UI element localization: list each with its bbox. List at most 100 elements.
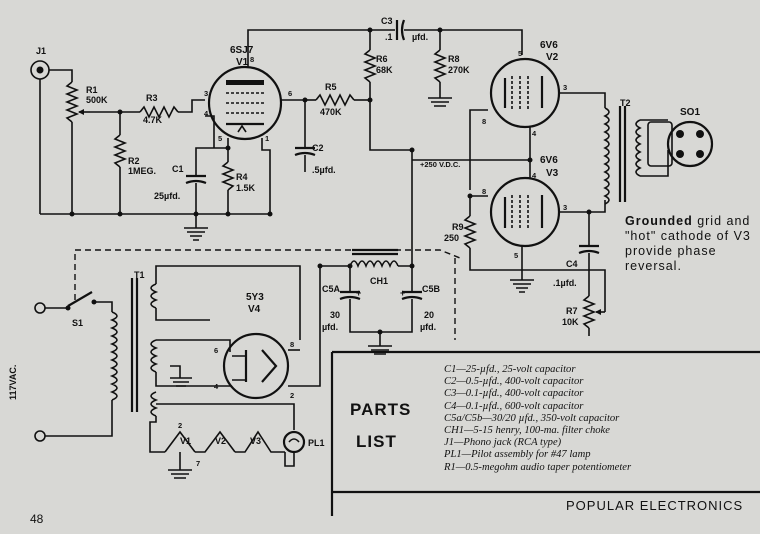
- mains-terminal-top: [34, 302, 46, 314]
- wire-v4-output: [288, 265, 350, 387]
- v2-pin-3: 3: [563, 83, 567, 92]
- magazine-name: POPULAR ELECTRONICS: [566, 498, 744, 513]
- c3-value-a: .1: [385, 32, 393, 42]
- wire-t2-secondary: [640, 119, 669, 177]
- c2-value: .5µfd.: [312, 165, 336, 175]
- r2-resistor: [112, 112, 128, 214]
- c5a-label: C5A: [322, 284, 341, 294]
- wire-j1: [49, 69, 73, 82]
- ground-symbol: [510, 279, 534, 293]
- r9-resistor: [462, 196, 478, 258]
- filament-pin-7: 7: [196, 459, 200, 468]
- r7-potentiometer: [581, 295, 605, 336]
- r1-potentiometer: [64, 81, 90, 214]
- parts-list-item: C5a/C5b—30/20 µfd., 350-volt capacitor: [444, 412, 620, 424]
- wire-fil-5v-top: [156, 339, 231, 352]
- v1-pin-8: 8: [250, 55, 254, 64]
- pl1-label: PL1: [308, 438, 325, 448]
- wire-v2-plate: [559, 92, 606, 108]
- parts-list: C1—25-µfd., 25-volt capacitor C2—0.5-µfd…: [444, 364, 754, 474]
- r9-label: R9: [452, 222, 464, 232]
- parts-list-item: C1—25-µfd., 25-volt capacitor: [444, 364, 576, 375]
- v1-pin-4: 4: [204, 109, 209, 118]
- c4-label: C4: [566, 259, 578, 269]
- filament-pin-2: 2: [178, 421, 182, 430]
- note-bold: Grounded: [625, 214, 693, 228]
- t2-output-transformer: [603, 106, 642, 205]
- mains-label: 117VAC.: [8, 365, 18, 400]
- s1-power-switch: [45, 291, 113, 312]
- v3-type-label: 6V6: [540, 155, 558, 166]
- j1-phono-jack: [30, 60, 50, 80]
- filament-v1-label: V1: [180, 436, 191, 446]
- t1-power-transformer: [109, 278, 159, 417]
- parts-list-item: C2—0.5-µfd., 400-volt capacitor: [444, 376, 584, 388]
- junction-dot: [377, 329, 383, 335]
- c3-label: C3: [381, 16, 393, 26]
- junction-dot: [367, 27, 373, 33]
- parts-list-item: PL1—Pilot assembly for #47 lamp: [444, 449, 591, 461]
- phase-reversal-note: Grounded grid and "hot" cathode of V3 pr…: [625, 214, 755, 274]
- r9-value: 250: [444, 233, 459, 243]
- c5a-value-b: µfd.: [322, 322, 338, 332]
- r6-label: R6: [376, 54, 388, 64]
- v1-type-label: 6SJ7: [230, 45, 254, 56]
- c4-capacitor: [578, 244, 600, 296]
- j1-label: J1: [36, 46, 46, 56]
- v3-label: V3: [546, 168, 559, 179]
- r5-resistor: [305, 93, 370, 107]
- r8-resistor: [428, 30, 452, 107]
- r6-value: 68K: [376, 65, 393, 75]
- pl1-pilot-lamp: [282, 430, 306, 467]
- c4-value: .1µfd.: [553, 278, 577, 288]
- v4-pin-8: 8: [290, 340, 294, 349]
- junction-dot: [586, 209, 592, 215]
- wire-v2-cathode: [469, 109, 488, 190]
- v2-pin-4: 4: [532, 129, 537, 138]
- r1-value: 500K: [86, 95, 108, 105]
- junction-dot: [267, 211, 273, 217]
- r4-value: 1.5K: [236, 183, 256, 193]
- parts-title-line1: PARTS: [350, 400, 412, 419]
- junction-dot: [225, 211, 231, 217]
- junction-dot: [367, 97, 373, 103]
- r4-label: R4: [236, 172, 248, 182]
- r7-label: R7: [566, 306, 578, 316]
- parts-list-item: J1—Phono jack (RCA type): [444, 437, 562, 449]
- c5b-value-b: µfd.: [420, 322, 436, 332]
- r3-label: R3: [146, 93, 158, 103]
- v1-pin-1: 1: [265, 134, 269, 143]
- v1-label: V1: [236, 57, 249, 68]
- c2-label: C2: [312, 143, 324, 153]
- v1-pin-6: 6: [288, 89, 292, 98]
- wire-fil-5v-bottom: [155, 372, 232, 387]
- parts-list-item: R1—0.5-megohm audio taper potentiometer: [444, 461, 632, 473]
- r5-value: 470K: [320, 107, 342, 117]
- so1-speaker-socket: [647, 120, 714, 168]
- page-number: 48: [30, 512, 44, 526]
- note-text: grid and "hot" cathode of V3 provide pha…: [625, 214, 751, 273]
- v4-pin-2: 2: [290, 391, 294, 400]
- junction-dot: [117, 211, 123, 217]
- ch1-label: CH1: [370, 276, 388, 286]
- s1-label: S1: [72, 318, 83, 328]
- junction-dot: [69, 211, 75, 217]
- r5-label: R5: [325, 82, 337, 92]
- r2-label: R2: [128, 156, 140, 166]
- filament-v1: [164, 430, 196, 453]
- parts-list-item: CH1—5-15 henry, 100-ma. filter choke: [444, 425, 610, 437]
- r3-value: 4.7K: [143, 115, 163, 125]
- b-plus-label: +250 V.D.C.: [420, 160, 460, 169]
- filament-v2-label: V2: [215, 436, 226, 446]
- r6-resistor: [362, 30, 412, 151]
- c5b-capacitor: [401, 290, 423, 301]
- so1-label: SO1: [680, 107, 700, 118]
- c2-capacitor: [294, 146, 316, 172]
- parts-title-line2: LIST: [356, 432, 397, 451]
- r8-label: R8: [448, 54, 460, 64]
- v1-pin-3: 3: [204, 89, 208, 98]
- mains-terminal-bottom: [34, 430, 46, 442]
- c5b-value-a: 20: [424, 310, 434, 320]
- v3-tube: [489, 176, 561, 248]
- wire-hv-ct: [155, 308, 210, 321]
